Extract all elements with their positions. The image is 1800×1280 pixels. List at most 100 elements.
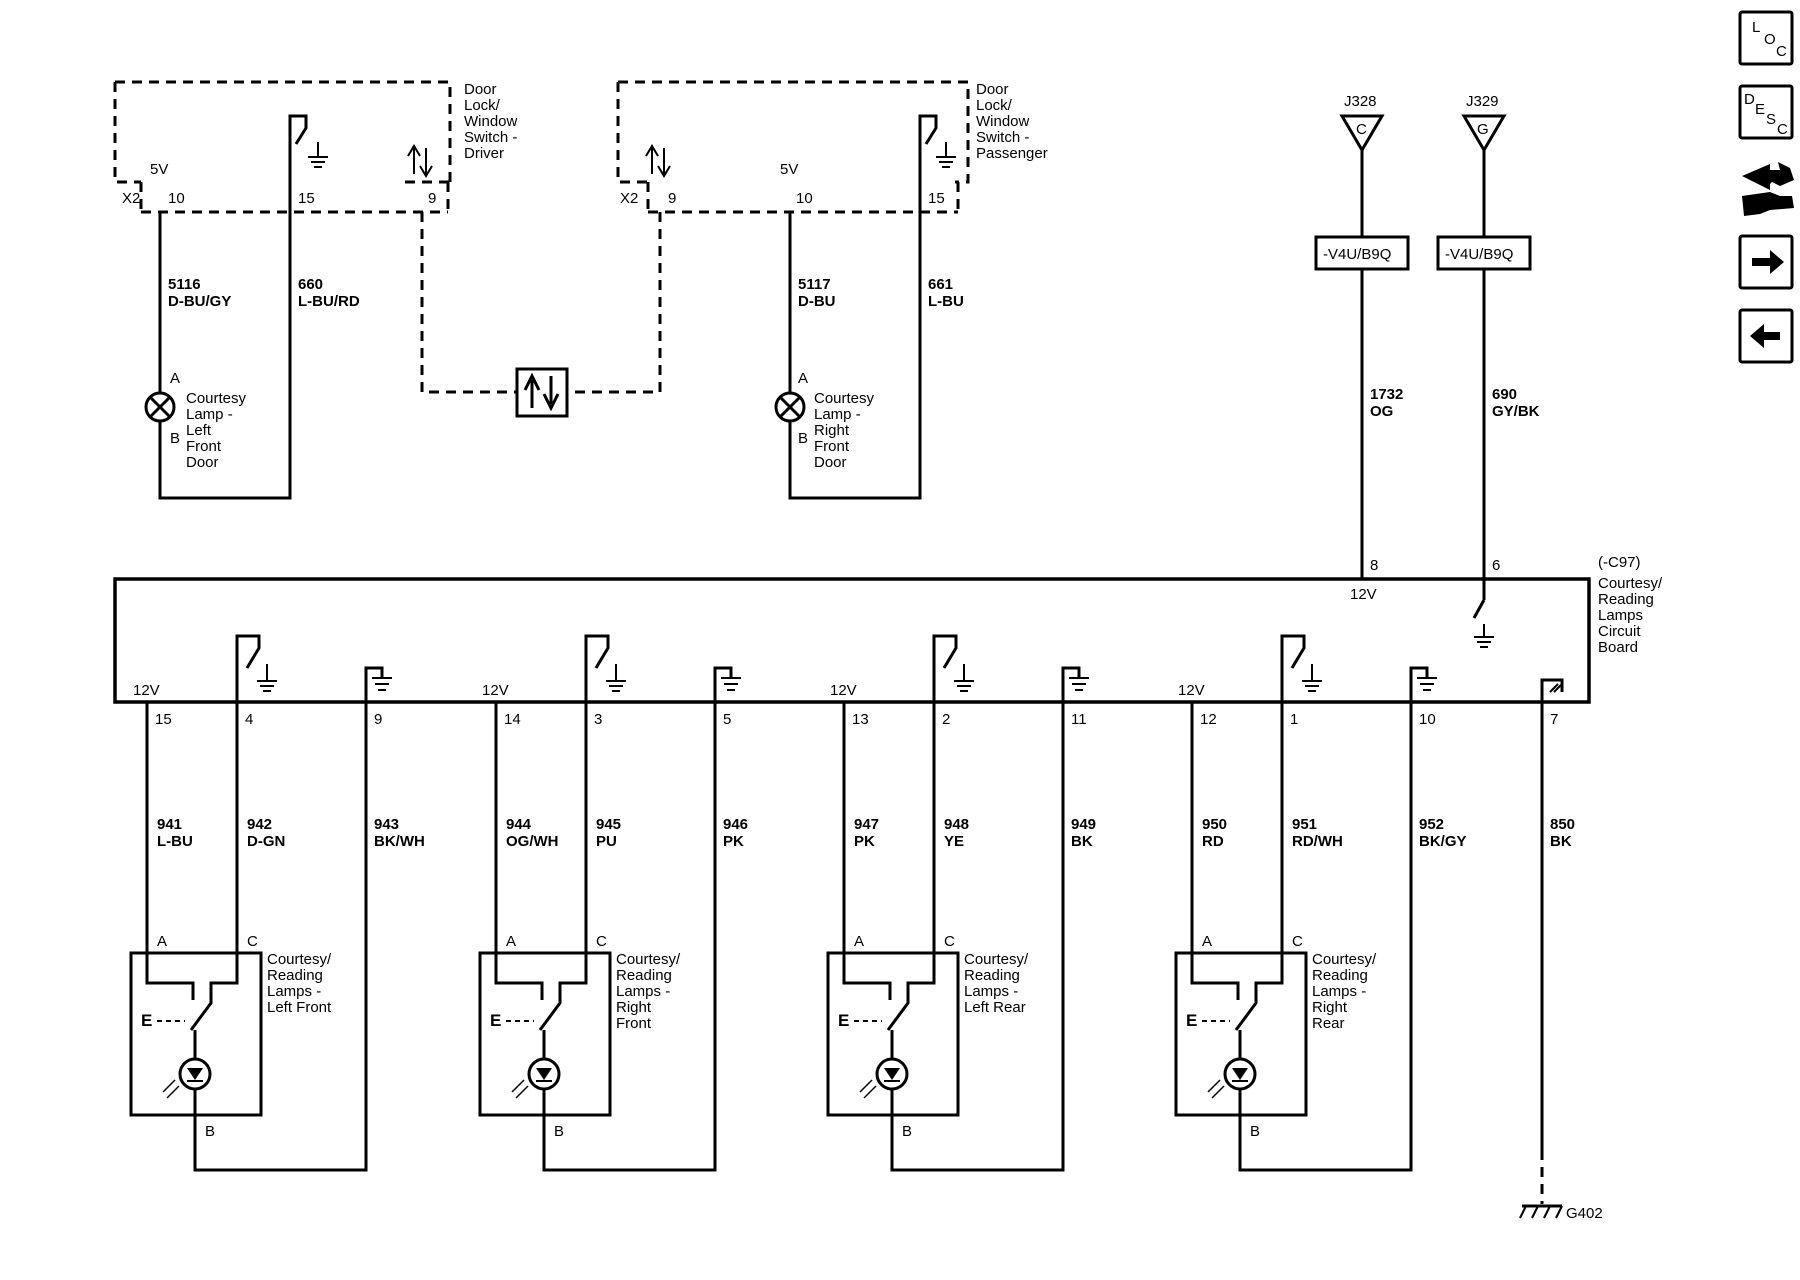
- board-pin-7: 7: [1550, 711, 1558, 728]
- board-name-4: Circuit: [1598, 623, 1641, 640]
- wire-941-color: L-BU: [157, 833, 193, 850]
- splice-j329-id: J329: [1466, 93, 1499, 110]
- board-voltage-out-2: 12V: [482, 682, 509, 699]
- ground-icon: [936, 142, 956, 168]
- wire-942-circuit: 942: [247, 816, 272, 833]
- circuit-board: 12V (-C97) Courtesy/ Reading Lamps Circu…: [113, 554, 1663, 704]
- previous-page-button[interactable]: [1738, 308, 1794, 364]
- board-voltage-out-1: 12V: [133, 682, 160, 699]
- wire-948-color: YE: [944, 833, 964, 850]
- board-pin-5: 5: [723, 711, 731, 728]
- ground-icon: [1417, 677, 1437, 691]
- driver-switch-voltage: 5V: [150, 161, 168, 178]
- loc-button[interactable]: L O C: [1738, 10, 1794, 66]
- board-pin-13: 13: [852, 711, 869, 728]
- lamp-pin-a-1: A: [157, 933, 167, 950]
- wire-949: [890, 702, 1065, 1172]
- lamp-pin-c-3: C: [944, 933, 955, 950]
- board-pin-10: 10: [1419, 711, 1436, 728]
- reading-lamp-name-2-1: Courtesy/: [616, 951, 681, 968]
- left-door-lamp-name-2: Lamp -: [186, 406, 233, 423]
- wire-943: [193, 702, 368, 1172]
- wire-948-circuit: 948: [944, 816, 969, 833]
- passenger-switch: Door Lock/ Window Switch - Passenger 5V …: [616, 80, 1048, 214]
- lamp-pin-b-2: B: [554, 1123, 564, 1140]
- driver-switch-name-5: Driver: [464, 145, 504, 162]
- splice-j329: J329 G -V4U/B9Q 690 GY/BK 6: [1436, 93, 1540, 648]
- ground-g402-label: G402: [1566, 1205, 1603, 1222]
- wire-945-color: PU: [596, 833, 617, 850]
- passenger-switch-name-1: Door: [976, 81, 1009, 98]
- left-door-lamp: A B Courtesy Lamp - Left Front Door: [144, 370, 247, 471]
- passenger-data-line: [567, 212, 662, 394]
- reading-lamp-name-3-2: Reading: [964, 967, 1020, 984]
- reading-lamp-name-2-4: Right: [616, 999, 652, 1016]
- wire-943-circuit: 943: [374, 816, 399, 833]
- driver-switch-connector: X2: [122, 190, 140, 207]
- repair-icon[interactable]: [1742, 162, 1794, 216]
- wire-941-circuit: 941: [157, 816, 182, 833]
- board-pin-14: 14: [504, 711, 521, 728]
- reading-lamp-e-label-3: E: [838, 1011, 849, 1030]
- driver-switch: Door Lock/ Window Switch - Driver 5V X2 …: [113, 80, 518, 214]
- desc-button[interactable]: D E S C: [1738, 84, 1794, 140]
- board-switch-3: [932, 634, 958, 702]
- left-door-lamp-name-5: Door: [186, 454, 219, 471]
- loc-c: C: [1776, 43, 1787, 60]
- board-pin-9: 9: [374, 711, 382, 728]
- board-switch-2: [584, 634, 610, 702]
- wire-5117-circuit: 5117: [798, 276, 831, 293]
- reading-lamp-name-3-4: Left Rear: [964, 999, 1026, 1016]
- ground-icon: [372, 677, 392, 691]
- board-pin-15: 15: [155, 711, 172, 728]
- lamp-pin-a-4: A: [1202, 933, 1212, 950]
- board-connector: (-C97): [1598, 554, 1641, 571]
- ground-icon: [257, 664, 277, 692]
- loc-l: L: [1752, 19, 1760, 36]
- reading-lamp-e-label-1: E: [141, 1011, 152, 1030]
- lamp-pin-a-2: A: [506, 933, 516, 950]
- updown-arrow-icon: [645, 144, 671, 178]
- left-door-lamp-name-3: Left: [186, 422, 212, 439]
- wire-952: [1238, 702, 1413, 1172]
- right-door-lamp: A B Courtesy Lamp - Right Front Door: [774, 370, 875, 471]
- wire-946: [542, 702, 717, 1172]
- wire-949-circuit: 949: [1071, 816, 1096, 833]
- splice-j328-letter: C: [1356, 121, 1367, 138]
- reading-lamp-name-2-2: Reading: [616, 967, 672, 984]
- reading-lamp-name-2-5: Front: [616, 1015, 652, 1032]
- passenger-switch-name-4: Switch -: [976, 129, 1029, 146]
- ground-icon: [308, 142, 328, 168]
- desc-c: C: [1777, 121, 1788, 138]
- wire-945-circuit: 945: [596, 816, 621, 833]
- ground-icon: [606, 664, 626, 692]
- reading-lamp-name-4-3: Lamps -: [1312, 983, 1366, 1000]
- reading-lamp-name-3-3: Lamps -: [964, 983, 1018, 1000]
- board-pin-6: 6: [1492, 557, 1500, 574]
- splice-j329-letter: G: [1477, 121, 1489, 138]
- lamp-pin-b-3: B: [902, 1123, 912, 1140]
- driver-switch-pin-15: 15: [298, 190, 315, 207]
- board-pin-1: 1: [1290, 711, 1298, 728]
- board-pin-2: 2: [942, 711, 950, 728]
- wire-690-circuit: 690: [1492, 386, 1517, 403]
- ground-icon: [954, 664, 974, 692]
- wire-946-color: PK: [723, 833, 744, 850]
- right-door-lamp-pin-b: B: [798, 430, 808, 447]
- ground-circuit-850: 7 850 BK G402: [1519, 678, 1603, 1222]
- right-door-lamp-name-5: Door: [814, 454, 847, 471]
- passenger-lamp-loop: [788, 196, 922, 500]
- reading-lamp-name-4-5: Rear: [1312, 1015, 1345, 1032]
- next-page-button[interactable]: [1738, 234, 1794, 290]
- lamp-pin-c-2: C: [596, 933, 607, 950]
- wire-942-color: D-GN: [247, 833, 285, 850]
- wire-944-circuit: 944: [506, 816, 532, 833]
- ground-icon: [1474, 624, 1494, 648]
- board-pin-3: 3: [594, 711, 602, 728]
- driver-switch-name-4: Switch -: [464, 129, 517, 146]
